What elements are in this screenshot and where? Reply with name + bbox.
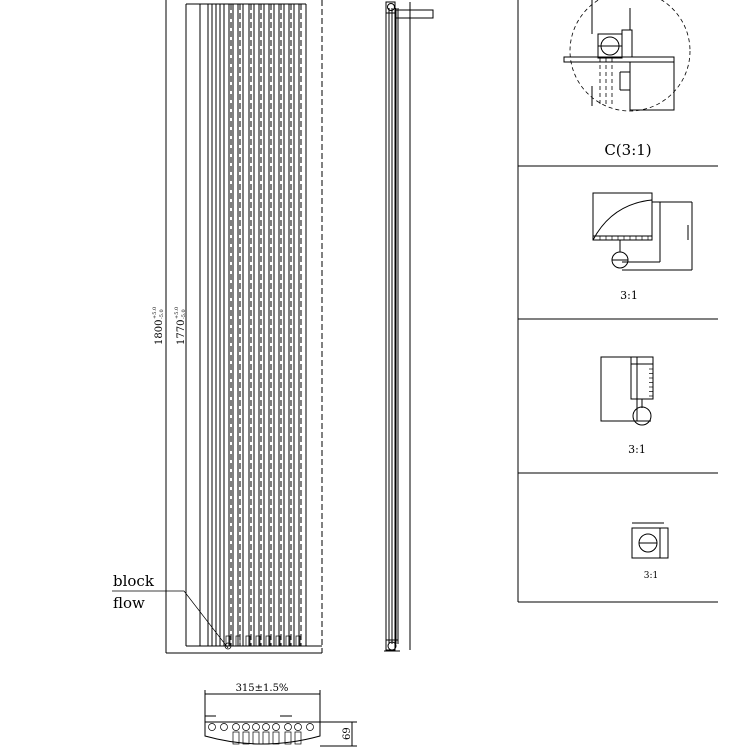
top-fitting (387, 3, 395, 11)
plan-tube-1 (220, 723, 228, 731)
plan-width-value: 315±1.5% (236, 683, 289, 694)
block-flow-leader-line (112, 590, 229, 649)
detail-2: 3:1 (592, 192, 693, 302)
plan-tube-9 (306, 723, 314, 731)
side-view (384, 1, 434, 652)
plan-tube-stem-3 (242, 731, 250, 745)
plan-tube-8 (294, 723, 302, 731)
tube-cap-4 (265, 635, 271, 647)
plan-tube-stem-2 (232, 731, 240, 745)
detail-3-scale-label: 3:1 (628, 443, 646, 456)
detail-c-flange (563, 56, 675, 63)
plan-view: 315±1.5% 69 (204, 683, 357, 747)
top-wall-bracket (394, 9, 434, 19)
plan-tube-5 (262, 723, 270, 731)
detail-3-ticks (649, 368, 653, 397)
tube-cap-2 (245, 635, 251, 647)
inner-height-value: 1770 (176, 320, 187, 345)
outer-height-tol-upper: +5.0 (152, 307, 158, 319)
detail-4-scale-label: 3:1 (644, 571, 658, 581)
tube-cap-1 (235, 635, 241, 647)
plan-tube-stem-5 (262, 731, 270, 745)
front-view: 1800 +5.0 -5.0 1770 +5.0 -5.0 block flow (112, 0, 323, 654)
tube-cap-3 (255, 635, 261, 647)
detail-2-scale-label: 3:1 (620, 289, 638, 302)
detail-c-bracket-arm (621, 29, 633, 58)
detail-3: 3:1 (600, 356, 654, 456)
plan-tube-0 (208, 723, 216, 731)
detail-3-pipe (632, 406, 652, 426)
plan-tube-stem-6 (272, 731, 280, 745)
inner-height-tol-lower: -5.0 (181, 309, 187, 319)
plan-tube-2 (232, 723, 240, 731)
tube-cap-0 (225, 635, 231, 647)
plan-depth-value: 69 (342, 727, 353, 740)
detail-c-scale-label: C(3:1) (604, 141, 651, 159)
block-flow-marker (224, 642, 232, 650)
detail-4: 3:1 (631, 522, 669, 581)
tube-cap-5 (275, 635, 281, 647)
detail-3-frame (600, 356, 638, 422)
plan-tube-6 (272, 723, 280, 731)
plan-body (204, 721, 321, 745)
inner-height-tol-upper: +5.0 (174, 307, 180, 319)
detail-2-ticks (599, 236, 649, 240)
plan-depth-dimension: 69 (342, 727, 353, 740)
flow-label: flow (113, 594, 145, 612)
side-profile-outer (385, 1, 396, 651)
plan-tube-stem-7 (284, 731, 292, 745)
outer-height-tol-lower: -5.0 (159, 309, 165, 319)
tube-cap-7 (295, 635, 301, 647)
outer-height-value: 1800 (154, 320, 165, 345)
plan-tube-stem-8 (294, 731, 302, 745)
detail-2-frame (592, 192, 653, 241)
tube-columns (207, 4, 302, 647)
detail-panels: C(3:1) 3:1 3:1 (517, 0, 718, 603)
detail-c-bracket-body (629, 61, 675, 111)
plan-tube-7 (284, 723, 292, 731)
detail-c-boundary (569, 0, 691, 112)
outer-height-dimension: 1800 +5.0 -5.0 (152, 307, 165, 345)
inner-height-dimension: 1770 +5.0 -5.0 (174, 307, 187, 345)
detail-c: C(3:1) (563, 0, 691, 159)
plan-tube-stem-4 (252, 731, 260, 745)
plan-tube-3 (242, 723, 250, 731)
detail-2-curve (592, 199, 653, 241)
detail-4-frame (631, 527, 669, 559)
block-label: block (113, 572, 155, 590)
plan-tubes (208, 723, 314, 745)
tube-cap-6 (285, 635, 291, 647)
bottom-fitting (387, 641, 397, 651)
plan-tube-4 (252, 723, 260, 731)
